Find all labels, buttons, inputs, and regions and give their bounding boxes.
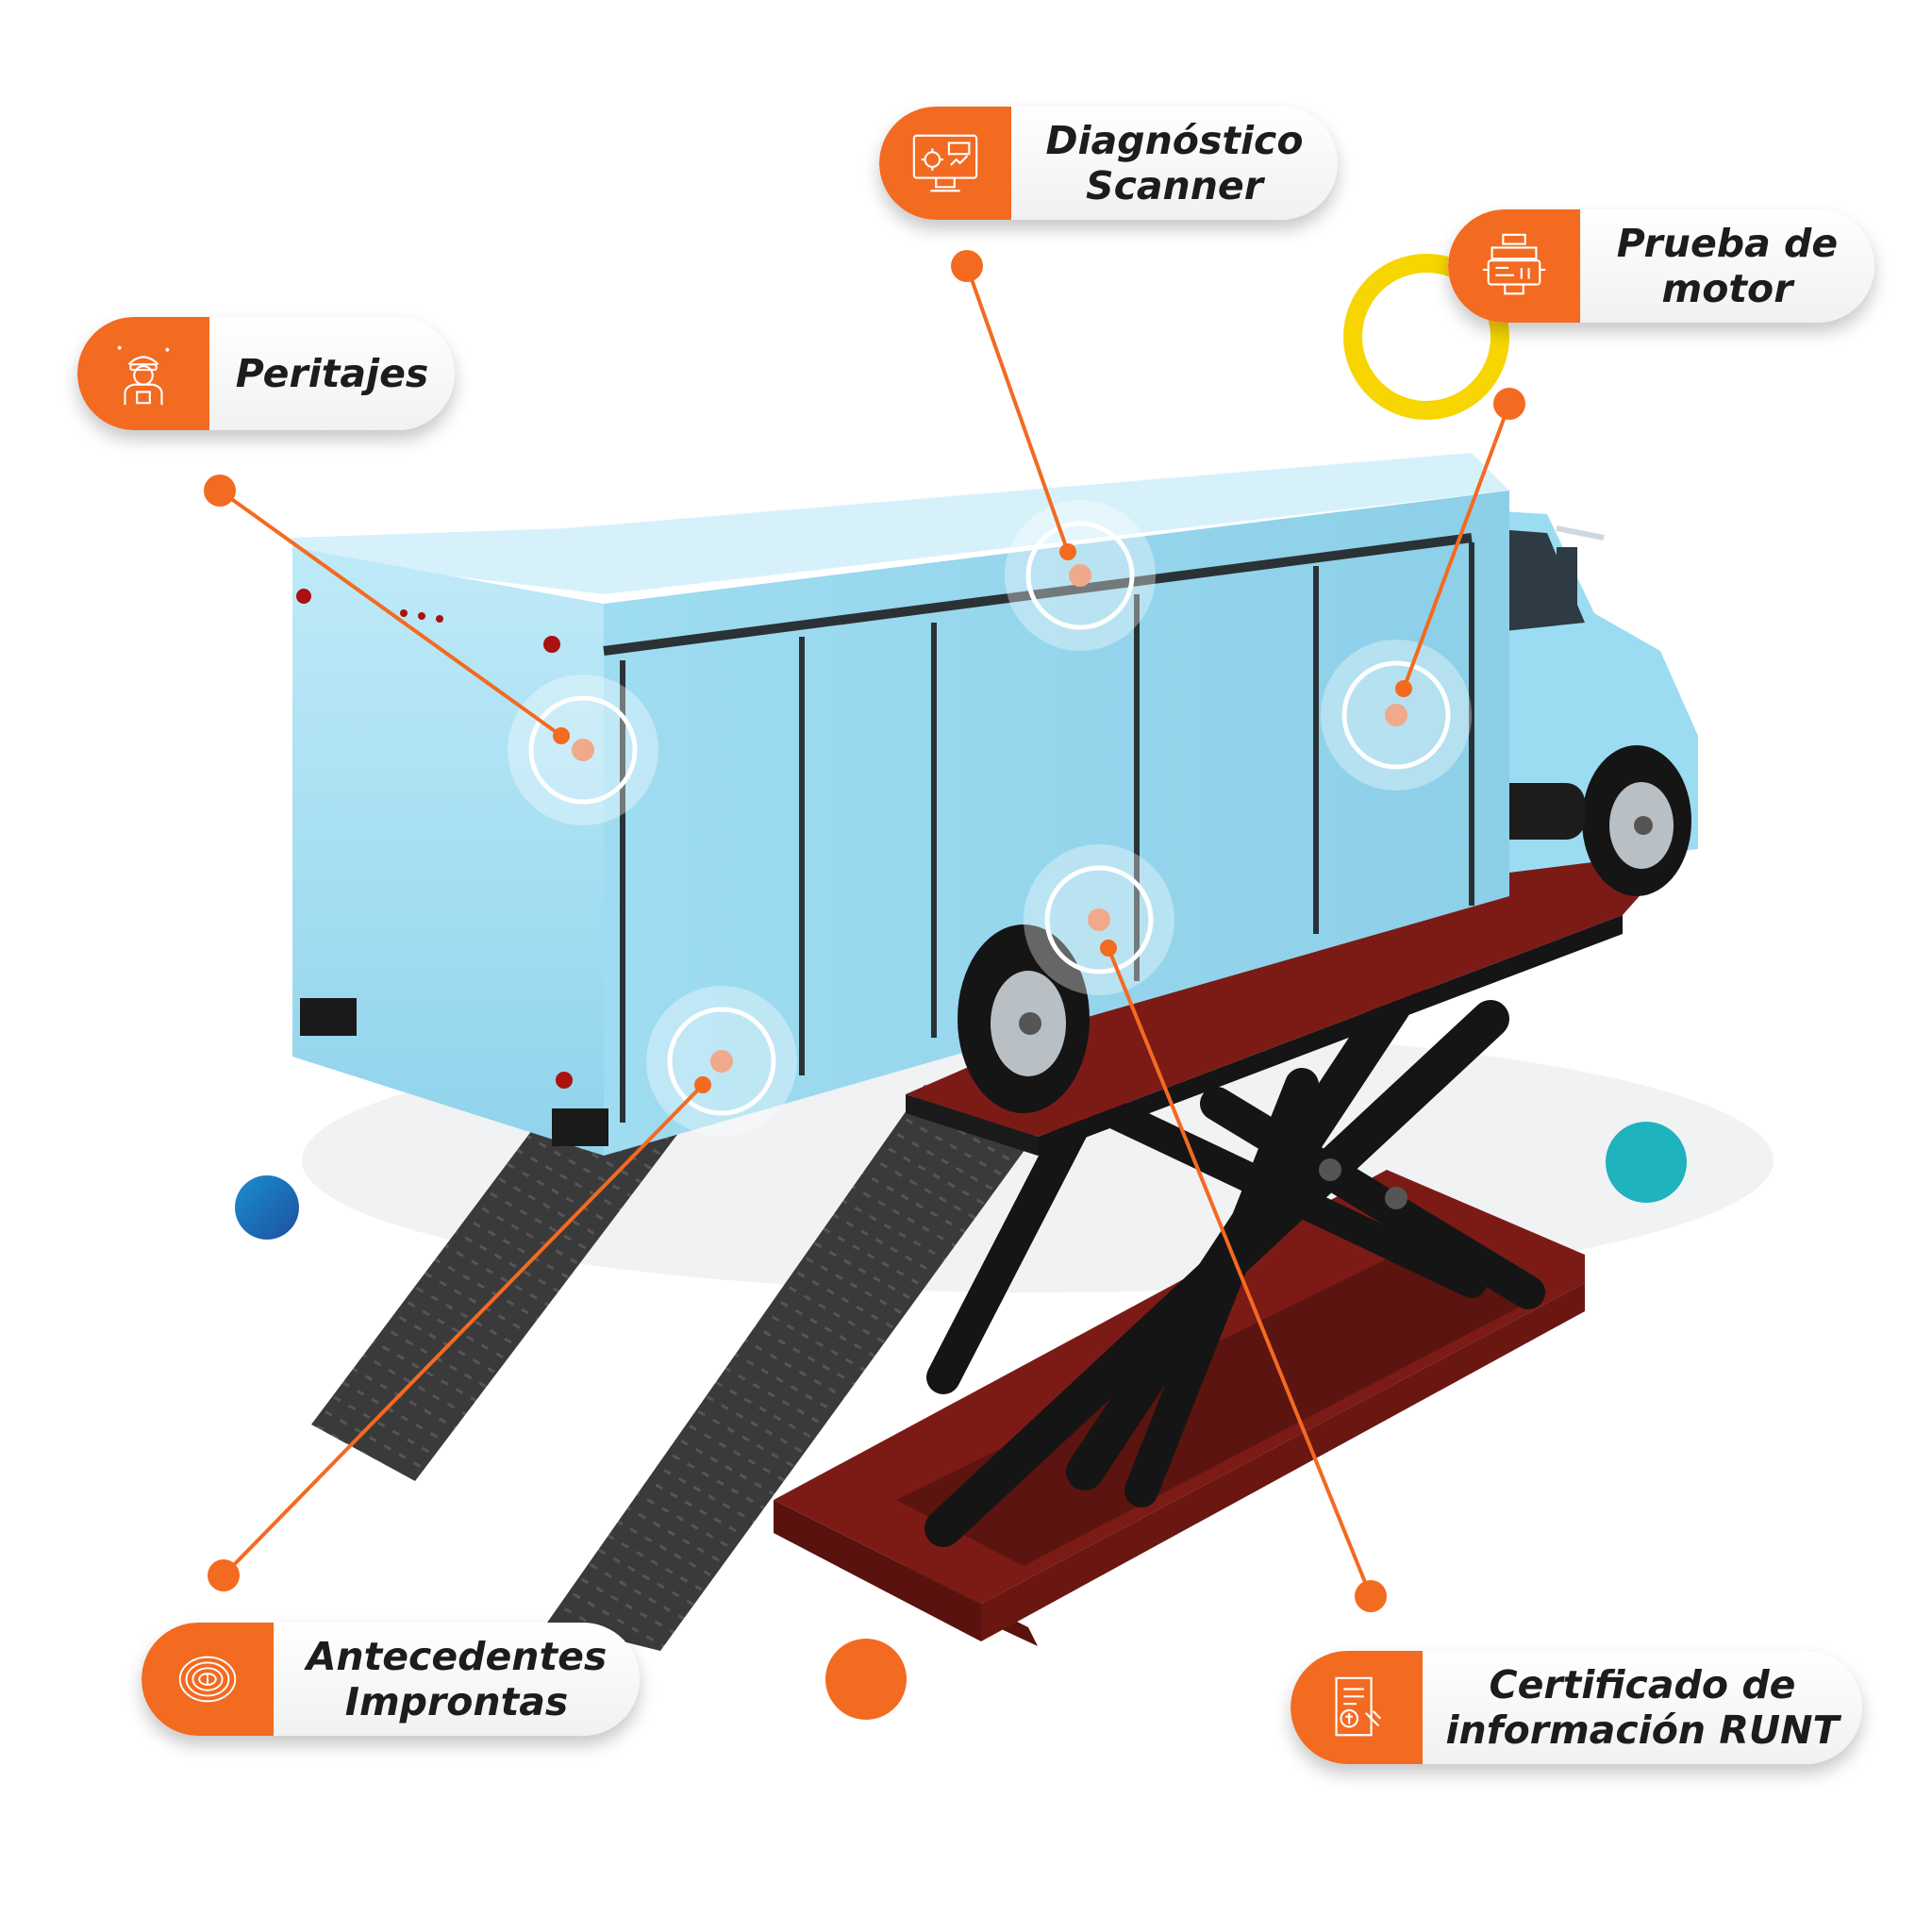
callout-peritajes: Peritajes bbox=[77, 317, 455, 430]
orange-dot-decoration bbox=[825, 1639, 907, 1720]
teal-dot-decoration bbox=[1606, 1122, 1687, 1203]
truck-cab bbox=[1472, 509, 1698, 896]
hotspots bbox=[508, 500, 1472, 1137]
engine-icon bbox=[1448, 209, 1580, 323]
box-rear bbox=[292, 547, 604, 1156]
cargo-box bbox=[292, 453, 1509, 1156]
computer-diagnostic-icon bbox=[879, 107, 1011, 220]
callout-label: Diagnóstico Scanner bbox=[1045, 118, 1304, 208]
fingerprint-icon bbox=[142, 1623, 274, 1736]
certificate-icon bbox=[1291, 1651, 1423, 1764]
leader-dots bbox=[204, 250, 1525, 1612]
callout-label: Antecedentes Improntas bbox=[306, 1634, 608, 1724]
callout-label: Prueba de motor bbox=[1616, 221, 1839, 311]
ramps bbox=[311, 1085, 1038, 1651]
callout-antecedentes-improntas: Antecedentes Improntas bbox=[142, 1623, 640, 1736]
leader-lines bbox=[218, 265, 1511, 1597]
hotspot-prueba bbox=[1321, 640, 1472, 791]
hotspot-peritajes bbox=[508, 675, 658, 825]
callout-certificado-runt: Certificado de información RUNT bbox=[1291, 1651, 1862, 1764]
hotspot-diagnostico bbox=[1005, 500, 1156, 651]
callout-label: Certificado de información RUNT bbox=[1445, 1662, 1840, 1753]
box-roof bbox=[292, 453, 1509, 594]
mechanic-icon bbox=[77, 317, 209, 430]
callout-prueba-de-motor: Prueba de motor bbox=[1448, 209, 1874, 323]
hotspot-antecedentes bbox=[646, 986, 797, 1137]
blue-dot-decoration bbox=[235, 1175, 299, 1240]
callout-label: Peritajes bbox=[235, 351, 429, 396]
callout-diagnostico-scanner: Diagnóstico Scanner bbox=[879, 107, 1338, 220]
box-side bbox=[604, 491, 1509, 1156]
yellow-ring-decoration bbox=[1343, 254, 1509, 420]
hotspot-certificado bbox=[1024, 844, 1174, 995]
